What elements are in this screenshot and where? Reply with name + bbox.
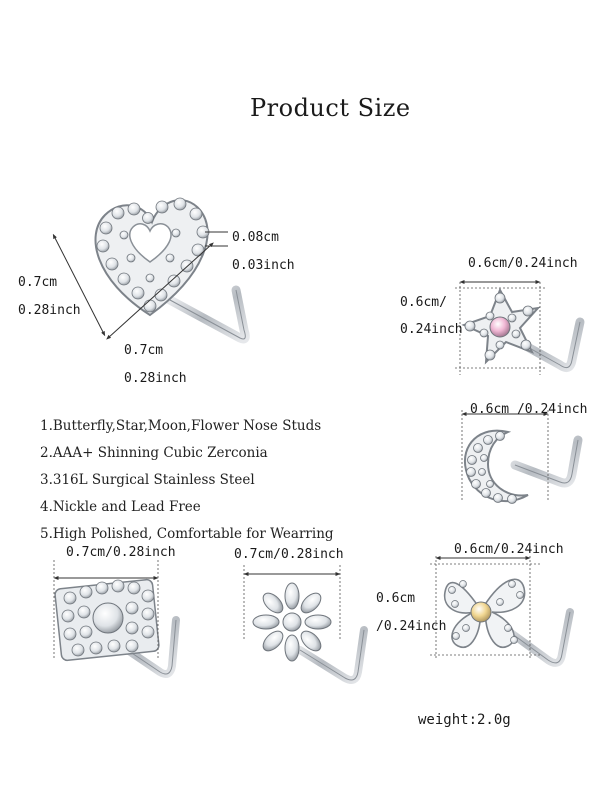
star-stud-image [455, 280, 585, 375]
feature-2: 2.AAA+ Shinning Cubic Zerconia [40, 445, 268, 461]
page-title: Product Size [250, 94, 411, 122]
butterfly-height-cm: 0.6cm [376, 591, 416, 606]
heart-height-in: 0.28inch [18, 303, 81, 318]
butterfly-stud-image [430, 556, 574, 667]
star-height-in: 0.24inch [400, 322, 463, 337]
heart-width-cm: 0.7cm [124, 343, 164, 358]
feature-5: 5.High Polished, Comfortable for Wearrin… [40, 526, 334, 542]
heart-stud-image [52, 197, 250, 344]
flower-width: 0.7cm/0.28inch [234, 547, 344, 562]
cluster-width: 0.7cm/0.28inch [66, 545, 176, 560]
feature-1: 1.Butterfly,Star,Moon,Flower Nose Studs [40, 418, 322, 434]
feature-3: 3.316L Surgical Stainless Steel [40, 472, 255, 488]
butterfly-height-in: /0.24inch [376, 619, 447, 634]
butterfly-width: 0.6cm/0.24inch [454, 542, 564, 557]
moon-width: 0.6cm /0.24inch [470, 402, 588, 417]
heart-thickness-cm: 0.08cm [232, 230, 279, 245]
flower-stud-image [243, 565, 368, 684]
heart-thickness-in: 0.03inch [232, 258, 295, 273]
heart-height-cm: 0.7cm [18, 275, 58, 290]
star-width: 0.6cm/0.24inch [468, 256, 578, 271]
cluster-stud-image [53, 560, 180, 678]
star-height-cm: 0.6cm/ [400, 295, 447, 310]
feature-4: 4.Nickle and Lead Free [40, 499, 201, 515]
moon-stud-image [461, 410, 583, 504]
weight-label: weight:2.0g [418, 712, 511, 728]
heart-width-in: 0.28inch [124, 371, 187, 386]
